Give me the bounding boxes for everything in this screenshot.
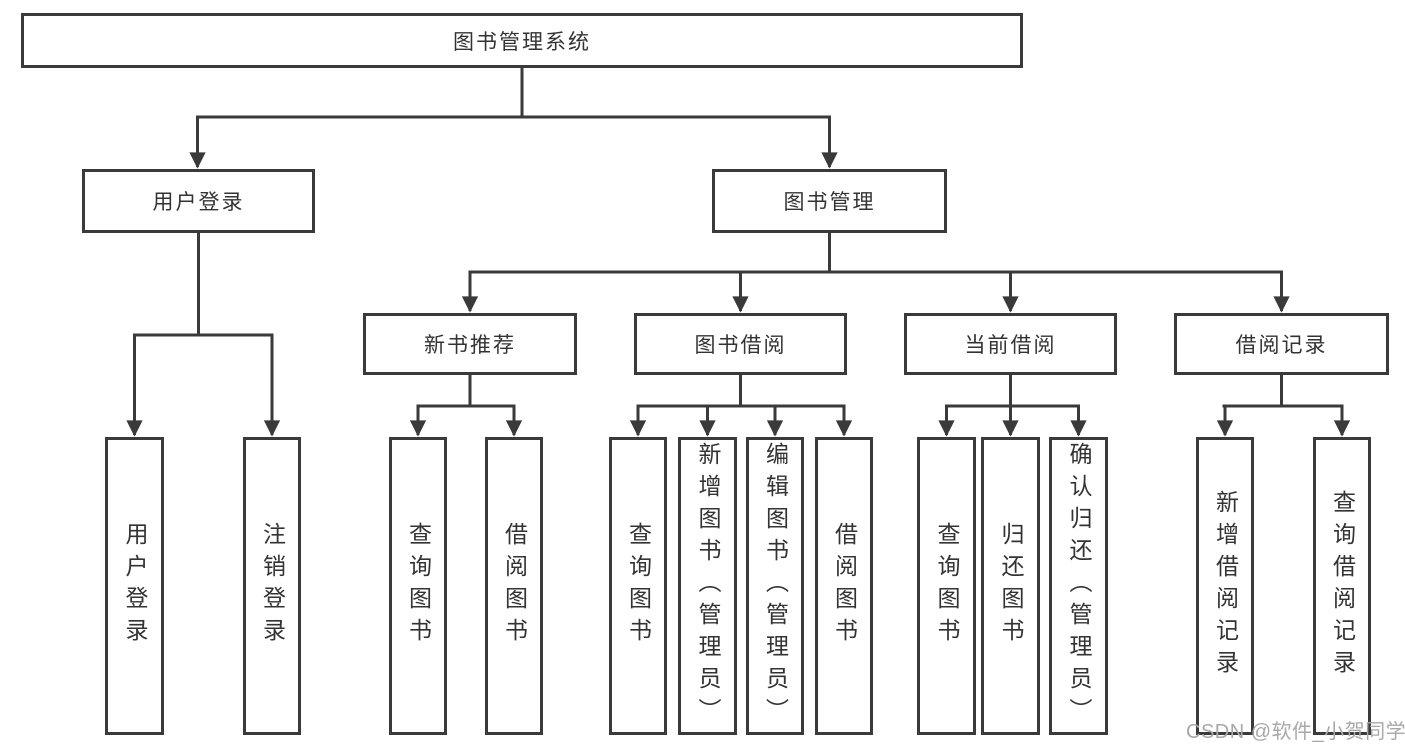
node-root-system: 图书管理系统 bbox=[21, 13, 1023, 68]
leaf-logout-label: 注销登录 bbox=[259, 522, 286, 650]
leaf-return-book-label: 归还图书 bbox=[998, 522, 1024, 650]
leaf-user-login: 用户登录 bbox=[105, 437, 164, 735]
leaf-borrow-books: 借阅图书 bbox=[815, 437, 873, 735]
leaf-user-login-label: 用户登录 bbox=[122, 522, 148, 650]
leaf-confirm-return-admin: 确认归还（管理员） bbox=[1049, 437, 1108, 735]
leaf-query-books-borrowing: 查询图书 bbox=[609, 437, 667, 735]
leaf-logout: 注销登录 bbox=[243, 437, 301, 735]
node-new-book-recommend: 新书推荐 bbox=[363, 313, 577, 375]
node-user-login: 用户登录 bbox=[82, 169, 315, 233]
node-user-login-label: 用户登录 bbox=[152, 191, 245, 214]
leaf-add-book-admin-label: 新增图书（管理员） bbox=[695, 442, 721, 730]
leaf-query-books-recommend-label: 查询图书 bbox=[405, 522, 432, 650]
leaf-return-book: 归还图书 bbox=[981, 437, 1040, 735]
node-current-borrowing-label: 当前借阅 bbox=[964, 334, 1057, 357]
leaf-query-books-recommend: 查询图书 bbox=[389, 437, 447, 735]
node-borrowing-records-label: 借阅记录 bbox=[1235, 334, 1328, 357]
leaf-query-books-borrowing-label: 查询图书 bbox=[625, 522, 652, 650]
node-book-borrowing-label: 图书借阅 bbox=[694, 334, 787, 357]
node-book-management-label: 图书管理 bbox=[783, 191, 876, 214]
node-book-borrowing: 图书借阅 bbox=[634, 313, 847, 375]
leaf-borrow-books-recommend: 借阅图书 bbox=[485, 437, 543, 735]
leaf-edit-book-admin-label: 编辑图书（管理员） bbox=[762, 442, 789, 730]
leaf-borrow-books-recommend-label: 借阅图书 bbox=[501, 522, 528, 650]
node-book-management: 图书管理 bbox=[712, 169, 947, 233]
node-root-system-label: 图书管理系统 bbox=[453, 30, 591, 54]
leaf-add-borrow-record-label: 新增借阅记录 bbox=[1212, 490, 1239, 682]
leaf-confirm-return-admin-label: 确认归还（管理员） bbox=[1066, 442, 1092, 730]
leaf-query-borrow-record: 查询借阅记录 bbox=[1313, 437, 1371, 735]
leaf-borrow-books-label: 借阅图书 bbox=[831, 522, 858, 650]
leaf-add-book-admin: 新增图书（管理员） bbox=[678, 437, 737, 735]
leaf-query-books-current: 查询图书 bbox=[917, 437, 976, 735]
csdn-watermark: CSDN @软件_小贺同学 bbox=[1186, 721, 1405, 743]
leaf-query-books-current-label: 查询图书 bbox=[934, 522, 960, 650]
node-new-book-recommend-label: 新书推荐 bbox=[424, 334, 516, 357]
node-borrowing-records: 借阅记录 bbox=[1174, 313, 1389, 375]
leaf-add-borrow-record: 新增借阅记录 bbox=[1196, 437, 1254, 735]
leaf-query-borrow-record-label: 查询借阅记录 bbox=[1329, 490, 1356, 682]
node-current-borrowing: 当前借阅 bbox=[904, 313, 1117, 375]
leaf-edit-book-admin: 编辑图书（管理员） bbox=[746, 437, 804, 735]
